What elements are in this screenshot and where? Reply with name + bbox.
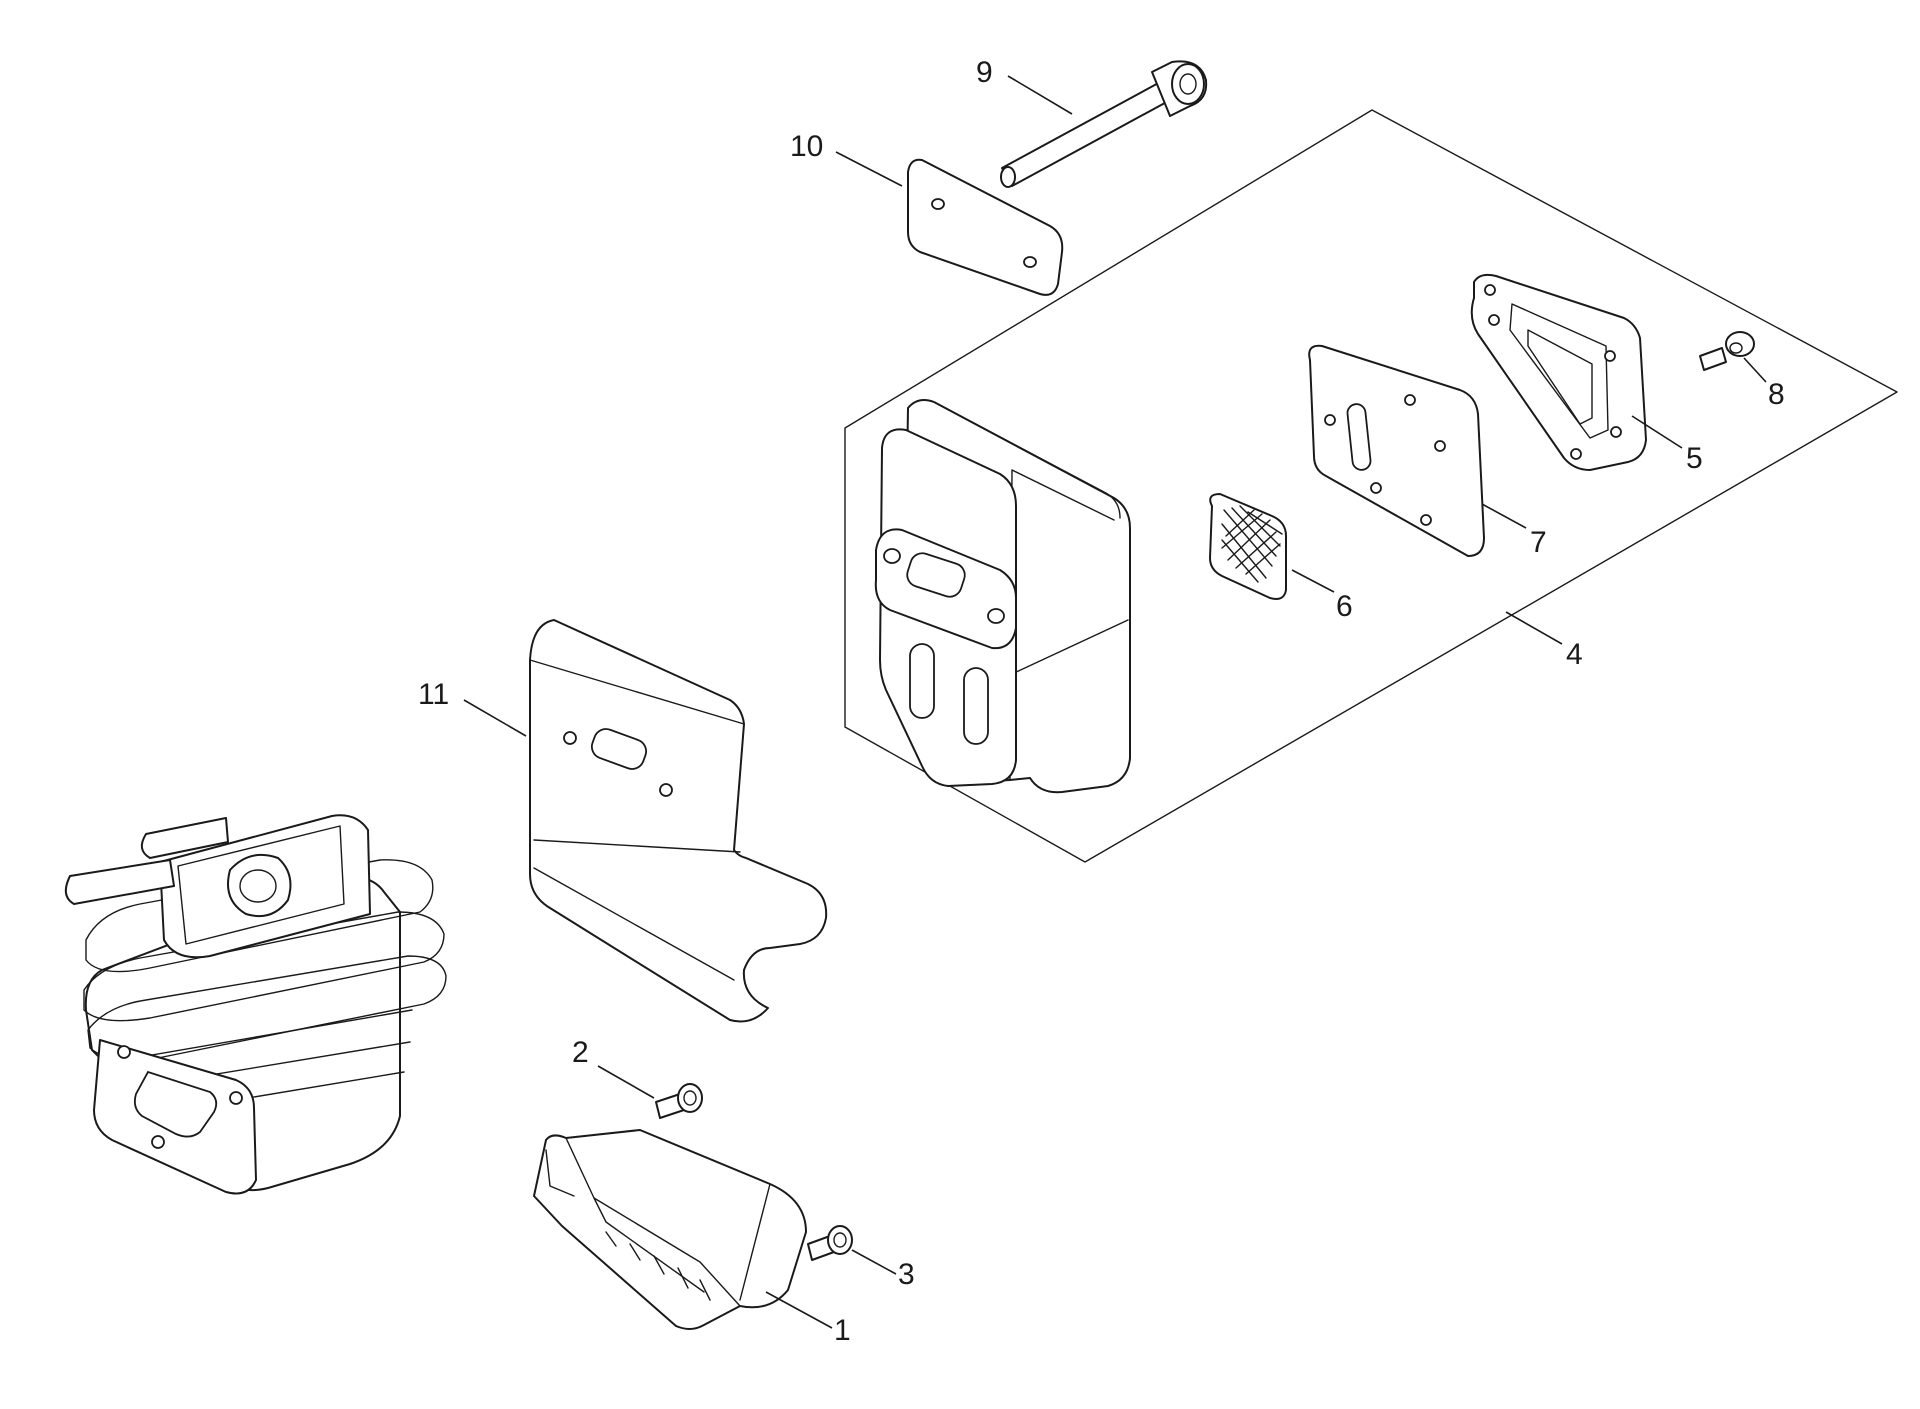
assembly-group-frame (844, 109, 1898, 863)
part-7-plate (1308, 344, 1485, 557)
leader-10 (835, 151, 903, 187)
leader-4 (1505, 611, 1563, 645)
callout-4: 4 (1566, 638, 1583, 671)
leader-8 (1743, 357, 1767, 383)
callout-2: 2 (572, 1036, 589, 1069)
callout-7: 7 (1530, 526, 1547, 559)
leader-1 (765, 1291, 833, 1329)
part-3-screw (807, 1225, 853, 1261)
part-8-screw (1699, 331, 1755, 371)
part-4-muffler (874, 399, 1131, 794)
part-6-screen (1209, 493, 1287, 600)
part-2-screw (655, 1083, 703, 1119)
leader-3 (851, 1249, 897, 1275)
callout-10: 10 (790, 130, 823, 163)
part-1-cover (533, 1129, 807, 1330)
callout-5: 5 (1686, 442, 1703, 475)
leader-2 (597, 1065, 655, 1099)
part-9-bolt (1000, 60, 1208, 188)
leader-9 (1007, 75, 1073, 115)
leader-11 (463, 699, 527, 737)
callout-3: 3 (898, 1258, 915, 1291)
callout-1: 1 (834, 1314, 851, 1347)
callout-8: 8 (1768, 378, 1785, 411)
callout-9: 9 (976, 56, 993, 89)
part-5-flange (1470, 273, 1647, 471)
callout-6: 6 (1336, 590, 1353, 623)
part-11-heat-shield (529, 619, 828, 1023)
leader-6 (1291, 569, 1335, 593)
leader-5 (1631, 415, 1683, 449)
part-10-plate (907, 158, 1064, 296)
engine-cylinder (64, 814, 447, 1195)
leader-7 (1481, 503, 1527, 529)
callout-11: 11 (418, 678, 449, 711)
